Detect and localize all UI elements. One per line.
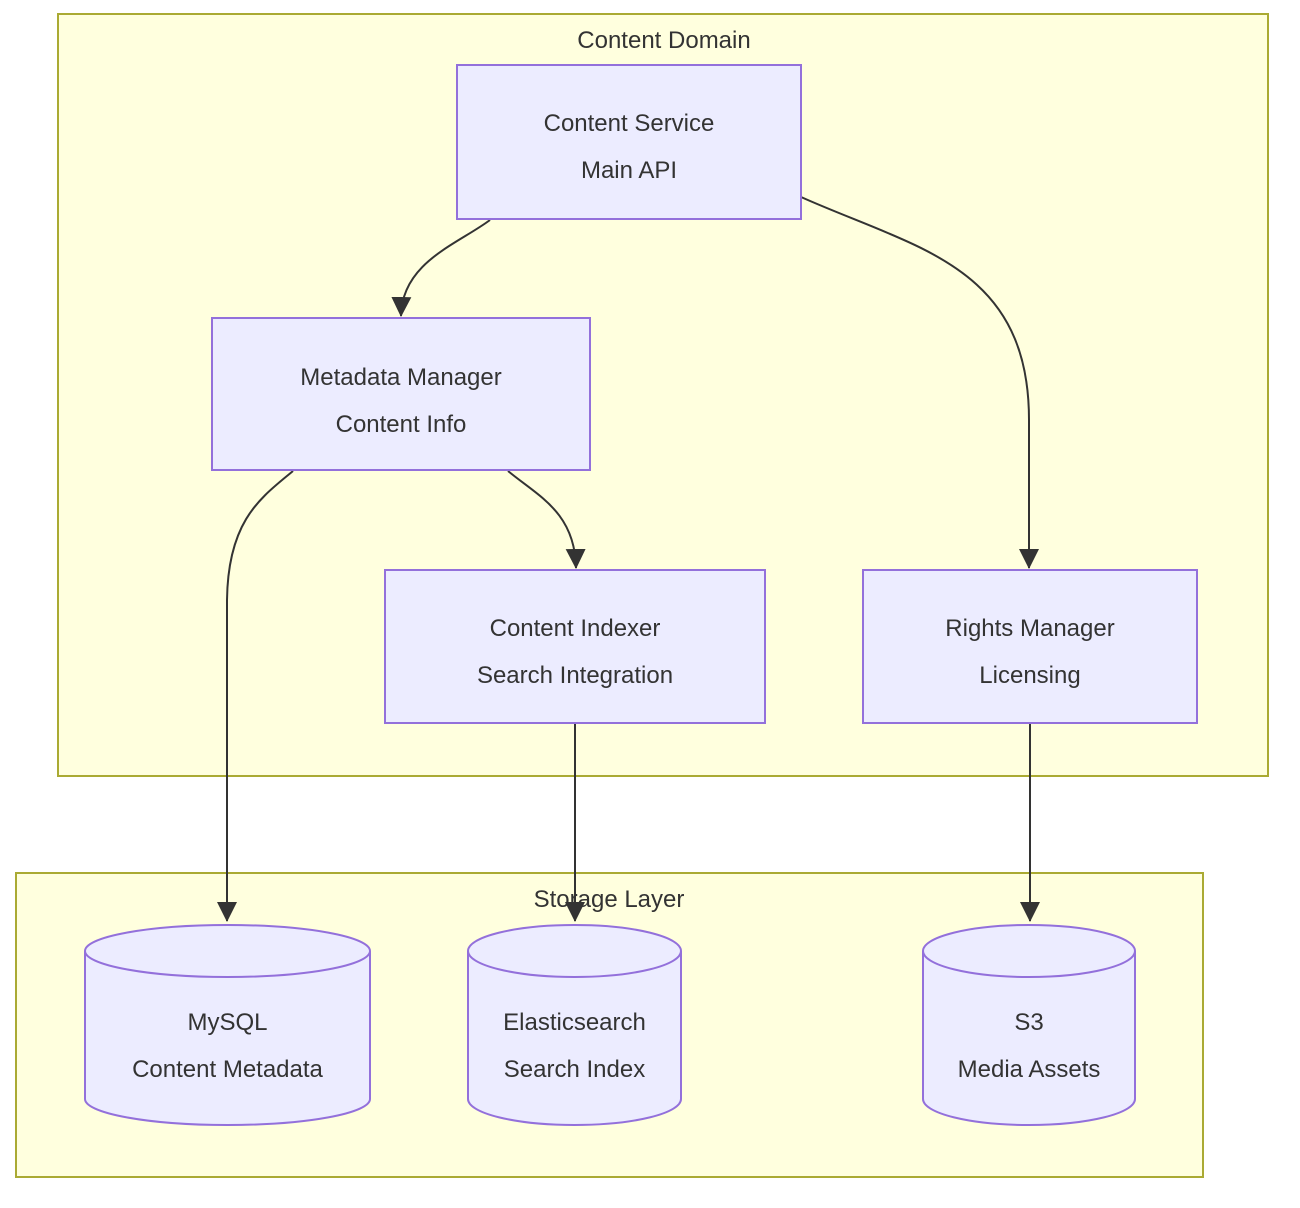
mysql-cylinder-top (84, 924, 371, 978)
edge-metadata-manager-to-mysql (217, 470, 294, 922)
storage-layer-label: Storage Layer (534, 886, 685, 913)
mysql-subtitle: Content Metadata (132, 1056, 323, 1083)
rights-manager-node: Rights Manager Licensing (862, 569, 1198, 724)
content-indexer-node: Content Indexer Search Integration (384, 569, 766, 724)
metadata-manager-node: Metadata Manager Content Info (211, 317, 591, 471)
s3-cylinder-body (922, 951, 1136, 1126)
s3-title: S3 (1014, 1009, 1043, 1036)
content-service-subtitle: Main API (581, 157, 677, 184)
content-service-box (456, 64, 802, 220)
edge-metadata-manager-to-content-indexer (507, 470, 586, 569)
content-domain-label: Content Domain (577, 27, 750, 54)
mysql-database-node: MySQL Content Metadata (84, 924, 371, 1126)
metadata-manager-title: Metadata Manager (300, 364, 501, 391)
edges-layer (217, 196, 1040, 922)
edge-content-service-to-rights-manager (800, 196, 1039, 569)
s3-cylinder-top (922, 924, 1136, 978)
s3-database-node: S3 Media Assets (922, 924, 1136, 1126)
s3-subtitle: Media Assets (958, 1056, 1101, 1083)
mysql-cylinder-body (84, 951, 371, 1126)
rights-manager-subtitle: Licensing (979, 662, 1080, 689)
content-service-title: Content Service (544, 110, 715, 137)
rights-manager-box (862, 569, 1198, 724)
elasticsearch-database-node: Elasticsearch Search Index (467, 924, 682, 1126)
elasticsearch-subtitle: Search Index (504, 1056, 645, 1083)
metadata-manager-subtitle: Content Info (336, 411, 467, 438)
metadata-manager-box (211, 317, 591, 471)
elasticsearch-title: Elasticsearch (503, 1009, 646, 1036)
rights-manager-title: Rights Manager (945, 615, 1114, 642)
content-indexer-box (384, 569, 766, 724)
elasticsearch-cylinder-body (467, 951, 682, 1126)
content-indexer-subtitle: Search Integration (477, 662, 673, 689)
mysql-title: MySQL (187, 1009, 267, 1036)
edge-content-service-to-metadata-manager (391, 219, 491, 317)
content-service-node: Content Service Main API (456, 64, 802, 220)
content-indexer-title: Content Indexer (490, 615, 661, 642)
elasticsearch-cylinder-top (467, 924, 682, 978)
